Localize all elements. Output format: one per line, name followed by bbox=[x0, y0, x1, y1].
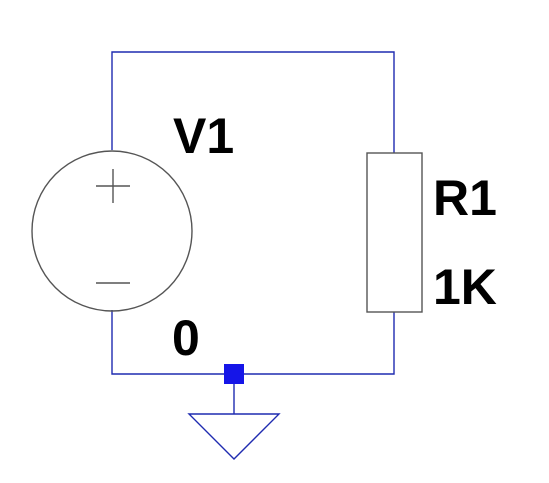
wire-source-bottom[interactable] bbox=[111, 310, 234, 375]
ground-symbol[interactable] bbox=[187, 413, 281, 460]
wire-source-top[interactable] bbox=[111, 51, 395, 153]
wires bbox=[111, 51, 395, 414]
resistor-r1[interactable] bbox=[366, 152, 423, 313]
resistor-name-label: R1 bbox=[433, 170, 497, 226]
source-name-label: V1 bbox=[173, 108, 234, 164]
resistor-value-label: 1K bbox=[433, 259, 497, 315]
net-label: 0 bbox=[172, 310, 200, 366]
junction-node[interactable] bbox=[224, 364, 244, 384]
wire-resistor-bottom[interactable] bbox=[234, 312, 395, 375]
voltage-source-v1[interactable] bbox=[31, 150, 193, 312]
voltage-source-body bbox=[31, 150, 193, 312]
